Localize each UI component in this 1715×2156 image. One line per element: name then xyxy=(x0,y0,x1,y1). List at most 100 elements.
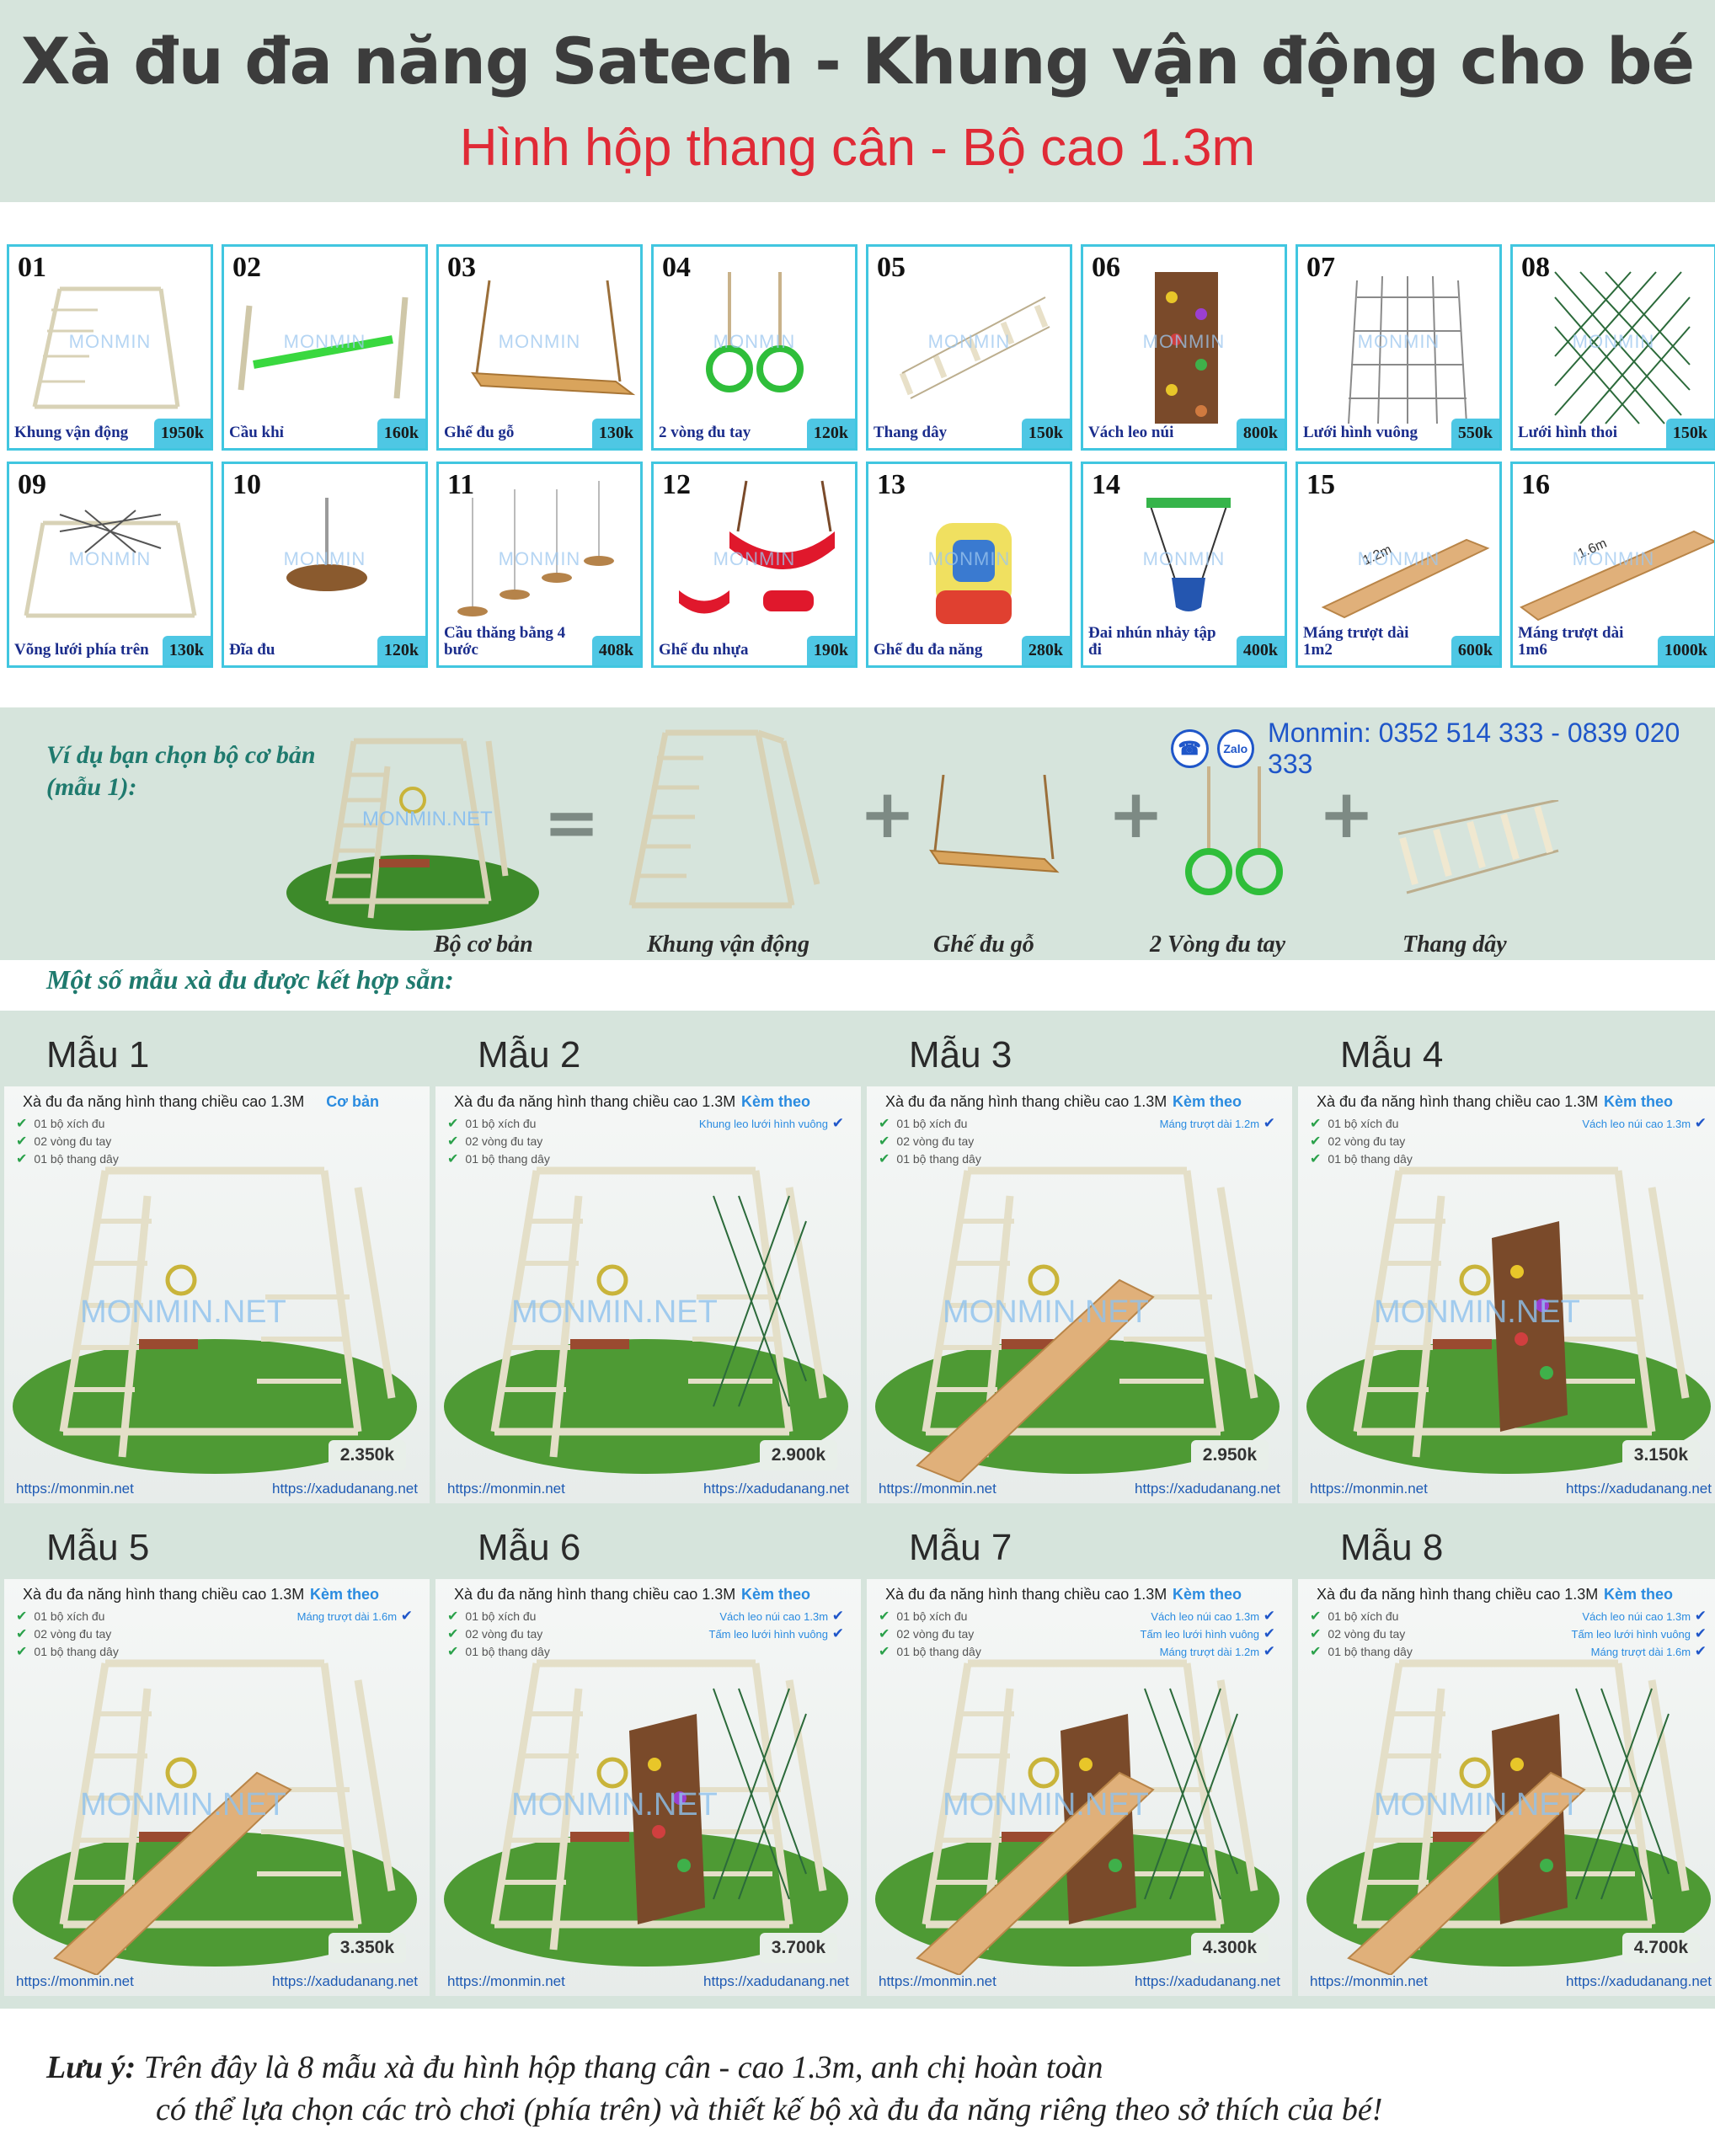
model-extra: Khung leo lưới hình vuông xyxy=(699,1115,844,1133)
item-name: 2 vòng đu tay xyxy=(659,424,751,441)
model-title: Xà đu đa năng hình thang chiều cao 1.3M xyxy=(1317,1093,1599,1110)
plastic-swing-icon xyxy=(679,480,835,614)
model-title: Xà đu đa năng hình thang chiều cao 1.3M xyxy=(23,1586,305,1603)
model-include: 01 bộ thang dây xyxy=(1310,1150,1412,1168)
model-label: Mẫu 2 xyxy=(478,1034,581,1075)
model-include: 01 bộ xích đu xyxy=(1310,1608,1413,1625)
item-price: 160k xyxy=(377,419,425,448)
model-tag: Kèm theo xyxy=(740,1586,810,1603)
model-include: 02 vòng đu tay xyxy=(447,1625,550,1643)
model-include: 01 bộ thang dây xyxy=(16,1150,118,1168)
watermark: MONMIN xyxy=(1572,331,1655,352)
model-link-xadudanang[interactable]: https://xadudanang.net xyxy=(272,1973,418,1989)
model-link-monmin[interactable]: https://monmin.net xyxy=(1310,1481,1428,1497)
model-label: Mẫu 3 xyxy=(909,1034,1012,1075)
model-include: 01 bộ xích đu xyxy=(879,1115,981,1133)
svg-text:MONMIN.NET: MONMIN.NET xyxy=(1374,1787,1580,1822)
model-link-monmin[interactable]: https://monmin.net xyxy=(1310,1973,1428,1989)
playset-scene: MONMIN.NET xyxy=(1306,1166,1711,1474)
playset-scene: MONMIN.NET xyxy=(13,1659,417,1975)
model-link-monmin[interactable]: https://monmin.net xyxy=(447,1481,565,1497)
watermark: MONMIN xyxy=(68,331,152,352)
item-number: 11 xyxy=(447,469,475,500)
model-link-xadudanang[interactable]: https://xadudanang.net xyxy=(1135,1973,1280,1989)
model-link-monmin[interactable]: https://monmin.net xyxy=(879,1481,996,1497)
item-name: Cầu khỉ xyxy=(229,424,284,441)
model-includes: 01 bộ xích đu02 vòng đu tay01 bộ thang d… xyxy=(1310,1608,1413,1661)
example-label-3: Ghế đu gỗ xyxy=(933,931,1034,958)
model-extra: Vách leo núi cao 1.3m xyxy=(1572,1608,1707,1625)
playset-scene: MONMIN.NET xyxy=(13,1166,417,1474)
balance-bridge-icon xyxy=(457,481,614,616)
plus-sign-2: + xyxy=(1108,775,1165,853)
model-link-xadudanang[interactable]: https://xadudanang.net xyxy=(1566,1481,1712,1497)
wood-swing-illustration xyxy=(929,775,1060,873)
item-number: 08 xyxy=(1521,252,1550,283)
contact-info[interactable]: ☎ Zalo Monmin: 0352 514 333 - 0839 020 3… xyxy=(1171,718,1715,780)
model-link-monmin[interactable]: https://monmin.net xyxy=(16,1973,134,1989)
model-label: Mẫu 8 xyxy=(1340,1527,1444,1568)
playset-scene: MONMIN.NET xyxy=(444,1166,848,1474)
model-link-monmin[interactable]: https://monmin.net xyxy=(879,1973,996,1989)
contact-phone[interactable]: Monmin: 0352 514 333 - 0839 020 333 xyxy=(1268,718,1680,779)
model-include: 01 bộ xích đu xyxy=(879,1608,981,1625)
model-includes: 01 bộ xích đu02 vòng đu tay01 bộ thang d… xyxy=(16,1115,118,1168)
frame-icon xyxy=(32,286,180,409)
model-link-xadudanang[interactable]: https://xadudanang.net xyxy=(272,1481,418,1497)
model-include: 02 vòng đu tay xyxy=(1310,1133,1413,1150)
model-link-monmin[interactable]: https://monmin.net xyxy=(447,1973,565,1989)
item-price: 120k xyxy=(377,636,425,665)
model-title: Xà đu đa năng hình thang chiều cao 1.3M xyxy=(885,1093,1167,1110)
model-link-xadudanang[interactable]: https://xadudanang.net xyxy=(1135,1481,1280,1497)
model-link-xadudanang[interactable]: https://xadudanang.net xyxy=(703,1973,849,1989)
model-title: Xà đu đa năng hình thang chiều cao 1.3M xyxy=(23,1093,305,1110)
model-extras: Máng trượt dài 1.6m xyxy=(297,1608,413,1625)
page-subtitle: Hình hộp thang cân - Bộ cao 1.3m xyxy=(459,119,1256,177)
model-link-xadudanang[interactable]: https://xadudanang.net xyxy=(1566,1973,1712,1989)
item-number: 10 xyxy=(232,469,261,500)
item-name: Máng trượt dài 1m2 xyxy=(1303,624,1409,659)
jumper-icon xyxy=(1146,498,1231,611)
item-price: 120k xyxy=(806,419,855,448)
item-price: 600k xyxy=(1451,636,1499,665)
model-extra: Vách leo núi cao 1.3m xyxy=(709,1608,845,1625)
model-include: 01 bộ thang dây xyxy=(447,1150,549,1168)
item-price: 800k xyxy=(1236,419,1285,448)
model-extra: Vách leo núi cao 1.3m xyxy=(1141,1608,1276,1625)
model-extra: Máng trượt dài 1.2m xyxy=(1141,1643,1276,1661)
model-price: 2.900k xyxy=(759,1440,837,1470)
model-includes: 01 bộ xích đu02 vòng đu tay01 bộ thang d… xyxy=(879,1115,981,1168)
model-link-xadudanang[interactable]: https://xadudanang.net xyxy=(703,1481,849,1497)
model-price: 3.150k xyxy=(1622,1440,1700,1470)
item-name: Ghế đu gỗ xyxy=(444,424,515,441)
model-link-monmin[interactable]: https://monmin.net xyxy=(16,1481,134,1497)
watermark: MONMIN xyxy=(498,548,581,569)
model-includes: 01 bộ xích đu02 vòng đu tay01 bộ thang d… xyxy=(879,1608,981,1661)
